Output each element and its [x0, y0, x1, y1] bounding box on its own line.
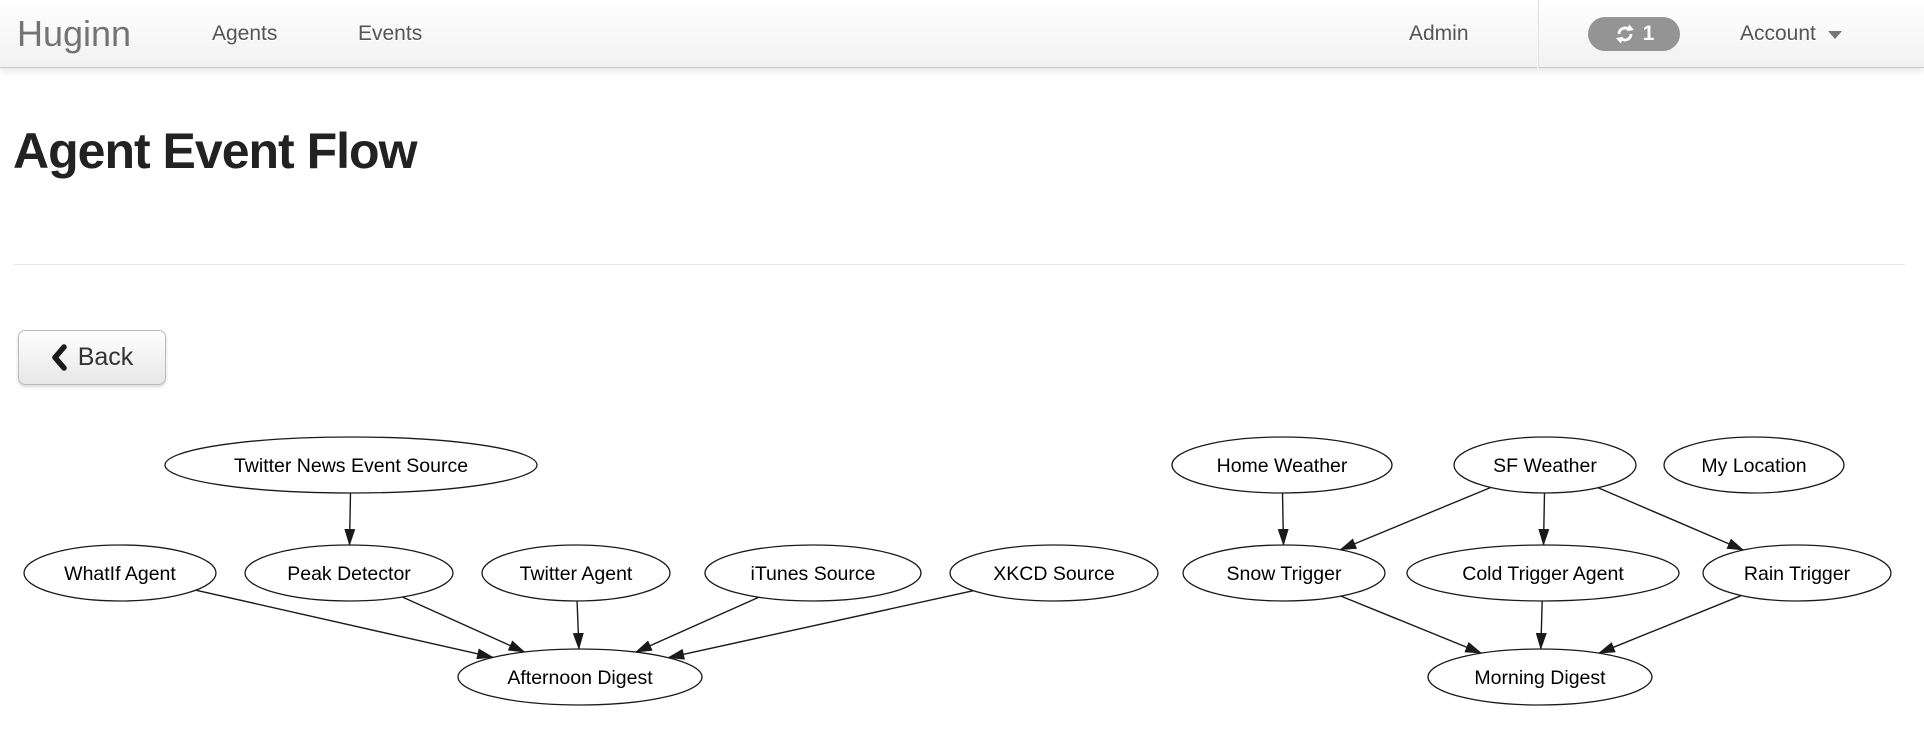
graph-edge-sf-weather-to-cold-trigger-agent	[1538, 492, 1550, 547]
graph-node-xkcd-source	[949, 544, 1159, 602]
top-navbar: Huginn Agents Events Admin 1 Account	[0, 0, 1924, 68]
graph-edge-xkcd-source-to-afternoon-digest	[667, 590, 974, 660]
graph-node-itunes-source	[704, 544, 922, 602]
graph-edge-home-weather-to-snow-trigger	[1277, 492, 1289, 547]
graph-edge-twitter-news-event-source-to-peak-detector	[344, 492, 356, 547]
graph-node-sf-weather	[1453, 436, 1637, 494]
nav-item-events[interactable]: Events	[358, 21, 423, 45]
graph-node-snow-trigger	[1182, 544, 1386, 602]
graph-node-label-itunes-source: iTunes Source	[750, 563, 875, 585]
graph-edge-twitter-agent-to-afternoon-digest	[572, 600, 584, 651]
brand-link[interactable]: Huginn	[17, 12, 132, 54]
event-queue-count: 1	[1642, 21, 1655, 45]
event-queue-badge[interactable]: 1	[1588, 16, 1680, 51]
graph-node-rain-trigger	[1702, 544, 1892, 602]
graph-node-peak-detector	[244, 544, 454, 602]
graph-node-twitter-agent	[481, 544, 671, 602]
graph-node-label-twitter-agent: Twitter Agent	[520, 563, 633, 585]
graph-edge-rain-trigger-to-morning-digest	[1597, 594, 1742, 654]
caret-down-icon	[1827, 31, 1842, 39]
account-menu[interactable]: Account	[1740, 22, 1842, 46]
title-divider	[14, 264, 1905, 265]
graph-node-cold-trigger-agent	[1406, 544, 1680, 602]
back-button-label: Back	[77, 343, 134, 371]
graph-node-label-snow-trigger: Snow Trigger	[1227, 563, 1342, 585]
graph-edge-itunes-source-to-afternoon-digest	[634, 596, 760, 653]
nav-item-admin[interactable]: Admin	[1409, 21, 1469, 45]
graph-node-twitter-news-event-source	[164, 436, 538, 494]
graph-node-label-my-location: My Location	[1701, 455, 1806, 477]
graph-edge-sf-weather-to-snow-trigger	[1339, 486, 1491, 551]
back-button[interactable]: Back	[18, 330, 166, 385]
graph-node-home-weather	[1171, 436, 1393, 494]
graph-edge-snow-trigger-to-morning-digest	[1340, 595, 1483, 654]
graph-node-label-morning-digest: Morning Digest	[1474, 667, 1606, 689]
graph-node-label-home-weather: Home Weather	[1217, 455, 1348, 477]
graph-edge-cold-trigger-agent-to-morning-digest	[1535, 600, 1547, 651]
nav-item-agents[interactable]: Agents	[212, 21, 278, 45]
graph-edge-sf-weather-to-rain-trigger	[1597, 487, 1745, 551]
graph-node-label-rain-trigger: Rain Trigger	[1744, 563, 1851, 585]
graph-node-label-peak-detector: Peak Detector	[287, 563, 411, 585]
graph-edge-peak-detector-to-afternoon-digest	[402, 596, 526, 653]
graph-node-label-cold-trigger-agent: Cold Trigger Agent	[1462, 563, 1624, 585]
graph-node-label-sf-weather: SF Weather	[1493, 455, 1597, 477]
graph-edge-whatif-agent-to-afternoon-digest	[195, 589, 495, 660]
account-label: Account	[1740, 21, 1816, 45]
refresh-icon	[1614, 23, 1636, 45]
graph-node-my-location	[1663, 436, 1845, 494]
graph-node-label-twitter-news-event-source: Twitter News Event Source	[234, 455, 468, 477]
graph-node-label-afternoon-digest: Afternoon Digest	[507, 667, 653, 689]
navbar-divider	[1538, 0, 1539, 68]
graph-node-label-xkcd-source: XKCD Source	[993, 563, 1114, 585]
page-title: Agent Event Flow	[13, 123, 417, 179]
graph-node-morning-digest	[1427, 648, 1653, 706]
graph-node-label-whatif-agent: WhatIf Agent	[64, 563, 176, 585]
graph-node-afternoon-digest	[457, 648, 703, 706]
graph-node-whatif-agent	[23, 544, 217, 602]
chevron-left-icon	[51, 344, 67, 371]
